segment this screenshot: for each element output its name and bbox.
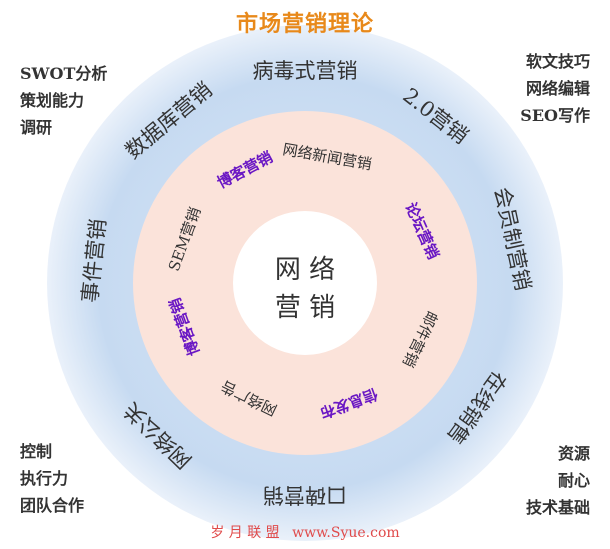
corner-item: 耐心 bbox=[557, 471, 590, 490]
corner-item: 执行力 bbox=[20, 469, 69, 488]
corner-bottom-right: 资源 耐心 技术基础 bbox=[526, 440, 590, 521]
corner-item: 软文技巧 bbox=[525, 52, 590, 71]
corner-item: 控制 bbox=[20, 442, 53, 461]
footer-brand: 岁 月 联 盟 bbox=[210, 525, 280, 541]
outer-ring-label-0: 病毒式营销 bbox=[253, 59, 358, 83]
corner-item: SEO写作 bbox=[520, 106, 590, 125]
corner-bottom-left: 控制 执行力 团队合作 bbox=[20, 438, 84, 519]
corner-top-right: 软文技巧 网络编辑 SEO写作 bbox=[520, 48, 590, 129]
outer-ring-label-4: 口碑营销 bbox=[263, 483, 347, 507]
corner-item: 调研 bbox=[20, 118, 53, 137]
footer-url: www.Syue.com bbox=[292, 525, 400, 541]
corner-item: 网络编辑 bbox=[525, 79, 590, 98]
center-label-line1: 网 络 bbox=[275, 255, 335, 285]
corner-item: 资源 bbox=[557, 444, 590, 463]
corner-item: 策划能力 bbox=[20, 91, 85, 110]
corner-item: SWOT分析 bbox=[20, 64, 108, 83]
corner-item: 技术基础 bbox=[525, 498, 590, 517]
corner-top-left: SWOT分析 策划能力 调研 bbox=[20, 60, 107, 141]
footer-watermark: 岁 月 联 盟 www.Syue.com bbox=[0, 522, 610, 542]
corner-item: 团队合作 bbox=[20, 496, 85, 515]
center-label-line2: 营 销 bbox=[275, 293, 335, 323]
center-circle bbox=[233, 211, 377, 355]
diagram-title: 市场营销理论 bbox=[235, 11, 374, 37]
